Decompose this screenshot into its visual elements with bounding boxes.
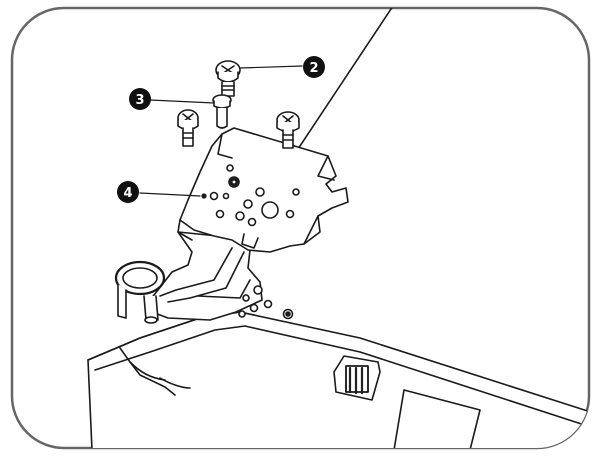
loose-washers — [238, 285, 294, 320]
leader-line-3 — [149, 99, 215, 104]
callout-3: 3 — [129, 88, 151, 110]
callout-label-4: 4 — [123, 186, 132, 201]
screw-right — [276, 111, 300, 149]
screw-left — [177, 109, 199, 147]
bracket-arm — [149, 231, 263, 321]
cable-clip — [114, 260, 166, 324]
recess-panel — [393, 389, 481, 448]
screw-top — [215, 60, 241, 97]
leader-line-4 — [139, 192, 201, 197]
mounting-bracket — [177, 127, 349, 253]
callout-label-2: 2 — [309, 61, 318, 76]
panel-edge-line — [295, 8, 394, 153]
callout-4: 4 — [117, 181, 139, 203]
device-body — [87, 311, 589, 448]
callout-2: 2 — [303, 56, 325, 78]
callout-label-3: 3 — [135, 93, 144, 108]
spacer-part — [212, 94, 232, 129]
leader-line-2 — [239, 65, 303, 69]
